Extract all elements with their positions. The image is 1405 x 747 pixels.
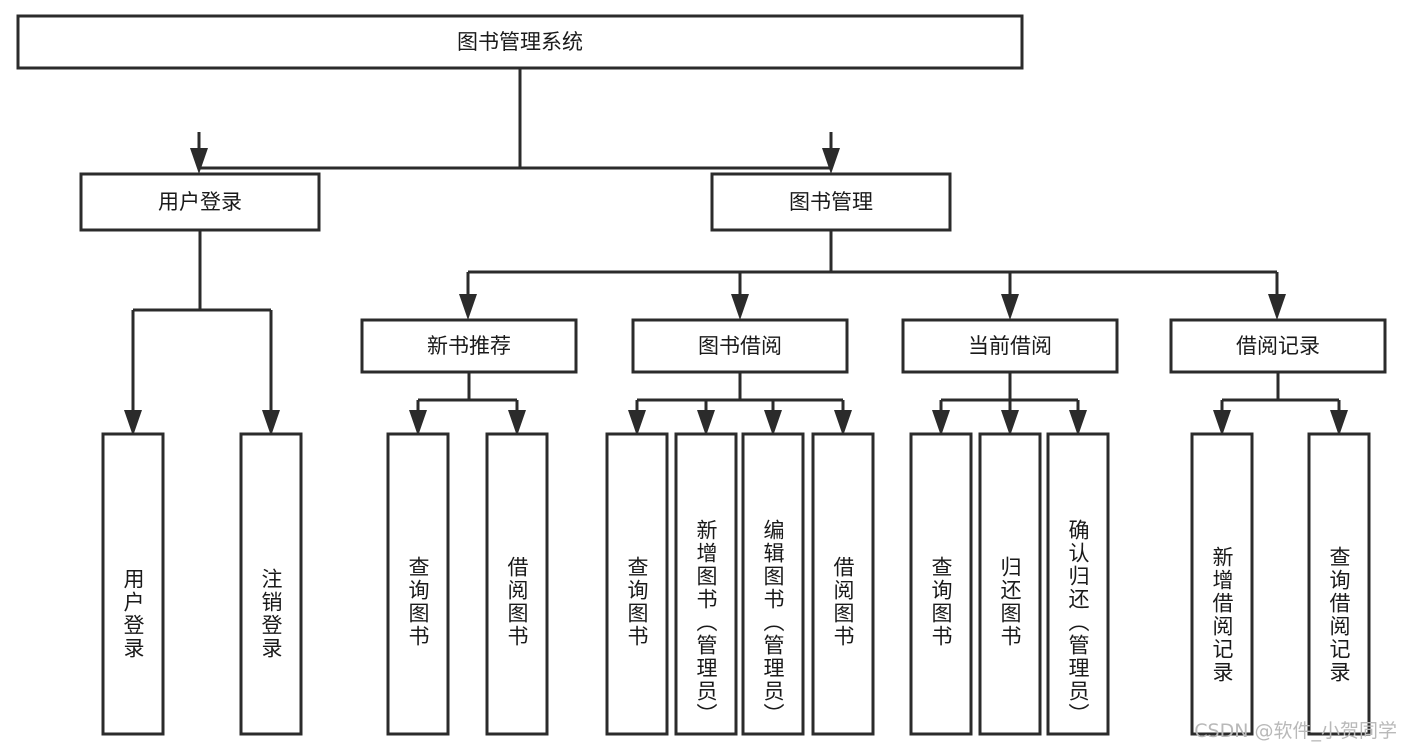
- node-current-borrow[interactable]: 当前借阅: [901, 318, 1119, 374]
- node-user-login-label: 用户登录: [158, 190, 242, 214]
- leaf-add-book-admin-box: [674, 432, 738, 736]
- arrow-root-to-book-mgmt: [822, 148, 840, 174]
- arrow-to-leaf-add-book: [697, 410, 715, 436]
- connector-book-borrow-to-leaves: [628, 372, 852, 436]
- node-root-label: 图书管理系统: [457, 30, 583, 54]
- leaf-confirm-return-admin-box: [1046, 432, 1110, 736]
- leaf-add-borrow-record[interactable]: 新增借阅记录: [1190, 432, 1254, 736]
- arrow-to-book-borrow: [731, 294, 749, 320]
- arrow-to-leaf-return-book: [1001, 410, 1019, 436]
- leaf-confirm-return-admin-label: 确认归还（管理员）: [1066, 519, 1090, 726]
- node-borrow-records-label: 借阅记录: [1236, 334, 1320, 358]
- connector-root-to-level2: [190, 68, 840, 174]
- node-new-book-recommend-label: 新书推荐: [427, 334, 511, 358]
- leaf-query-book-rec-box: [386, 432, 450, 736]
- leaf-query-book-rec-label: 查询图书: [406, 556, 430, 648]
- node-book-management-label: 图书管理: [789, 190, 873, 214]
- node-current-borrow-box: [901, 318, 1119, 374]
- arrow-to-leaf-user-login: [124, 410, 142, 436]
- leaf-edit-book-admin-box: [741, 432, 805, 736]
- node-book-borrow[interactable]: 图书借阅: [631, 318, 849, 374]
- arrow-to-leaf-logout: [262, 410, 280, 436]
- arrow-to-current-borrow: [1001, 294, 1019, 320]
- node-current-borrow-label: 当前借阅: [968, 334, 1052, 358]
- leaf-query-book-current-box: [909, 432, 973, 736]
- leaf-query-borrow-record[interactable]: 查询借阅记录: [1307, 432, 1371, 736]
- node-new-book-recommend[interactable]: 新书推荐: [360, 318, 578, 374]
- arrow-to-leaf-query-book-2: [628, 410, 646, 436]
- arrow-to-leaf-borrow-book-2: [834, 410, 852, 436]
- leaf-logout-box: [239, 432, 303, 736]
- node-root-box: [16, 14, 1024, 70]
- leaf-add-book-admin-label: 新增图书（管理员）: [694, 519, 718, 726]
- arrow-to-new-book-rec: [459, 294, 477, 320]
- leaf-query-book-rec[interactable]: 查询图书: [386, 432, 450, 736]
- arrow-root-to-user-login: [190, 148, 208, 174]
- leaf-return-book-label: 归还图书: [998, 556, 1022, 648]
- leaf-user-login[interactable]: 用户登录: [101, 432, 165, 736]
- arrow-to-leaf-add-record: [1213, 410, 1231, 436]
- connector-book-mgmt-to-level3: [459, 230, 1286, 320]
- node-book-borrow-label: 图书借阅: [698, 334, 782, 358]
- leaf-query-borrow-record-box: [1307, 432, 1371, 736]
- arrow-to-leaf-query-record: [1330, 410, 1348, 436]
- leaf-user-login-box: [101, 432, 165, 736]
- arrow-to-leaf-borrow-book-1: [508, 410, 526, 436]
- leaf-edit-book-admin[interactable]: 编辑图书（管理员）: [741, 432, 805, 736]
- leaf-user-login-label: 用户登录: [121, 568, 145, 660]
- leaf-return-book-box: [978, 432, 1042, 736]
- leaf-query-book-borrow-box: [605, 432, 669, 736]
- leaf-add-borrow-record-label: 新增借阅记录: [1210, 546, 1234, 684]
- leaf-logout-label: 注销登录: [259, 568, 283, 660]
- node-new-book-recommend-box: [360, 318, 578, 374]
- arrow-to-leaf-confirm-return: [1069, 410, 1087, 436]
- connector-current-borrow-to-leaves: [932, 372, 1087, 436]
- arrow-to-leaf-edit-book: [764, 410, 782, 436]
- connector-new-book-rec-to-leaves: [409, 372, 526, 436]
- leaf-borrow-book-borrow-label: 借阅图书: [831, 556, 855, 648]
- node-user-login-box: [79, 172, 321, 232]
- leaf-borrow-book-borrow[interactable]: 借阅图书: [811, 432, 875, 736]
- arrow-to-leaf-query-book-1: [409, 410, 427, 436]
- leaf-borrow-book-rec-label: 借阅图书: [505, 556, 529, 648]
- leaf-borrow-book-borrow-box: [811, 432, 875, 736]
- connector-borrow-records-to-leaves: [1213, 372, 1348, 436]
- node-root[interactable]: 图书管理系统: [16, 14, 1024, 70]
- leaf-query-book-borrow-label: 查询图书: [625, 556, 649, 648]
- leaf-query-book-current[interactable]: 查询图书: [909, 432, 973, 736]
- leaf-query-book-current-label: 查询图书: [929, 556, 953, 648]
- leaf-add-book-admin[interactable]: 新增图书（管理员）: [674, 432, 738, 736]
- node-user-login[interactable]: 用户登录: [79, 172, 321, 232]
- node-book-management[interactable]: 图书管理: [710, 172, 952, 232]
- leaf-confirm-return-admin[interactable]: 确认归还（管理员）: [1046, 432, 1110, 736]
- leaf-query-book-borrow[interactable]: 查询图书: [605, 432, 669, 736]
- leaf-edit-book-admin-label: 编辑图书（管理员）: [761, 519, 785, 726]
- node-borrow-records[interactable]: 借阅记录: [1169, 318, 1387, 374]
- leaf-return-book[interactable]: 归还图书: [978, 432, 1042, 736]
- leaf-add-borrow-record-box: [1190, 432, 1254, 736]
- leaf-borrow-book-rec-box: [485, 432, 549, 736]
- leaf-query-borrow-record-label: 查询借阅记录: [1327, 546, 1351, 684]
- leaf-logout[interactable]: 注销登录: [239, 432, 303, 736]
- connector-user-login-to-leaves: [124, 230, 280, 436]
- arrow-to-borrow-records: [1268, 294, 1286, 320]
- leaf-borrow-book-rec[interactable]: 借阅图书: [485, 432, 549, 736]
- arrow-to-leaf-query-book-3: [932, 410, 950, 436]
